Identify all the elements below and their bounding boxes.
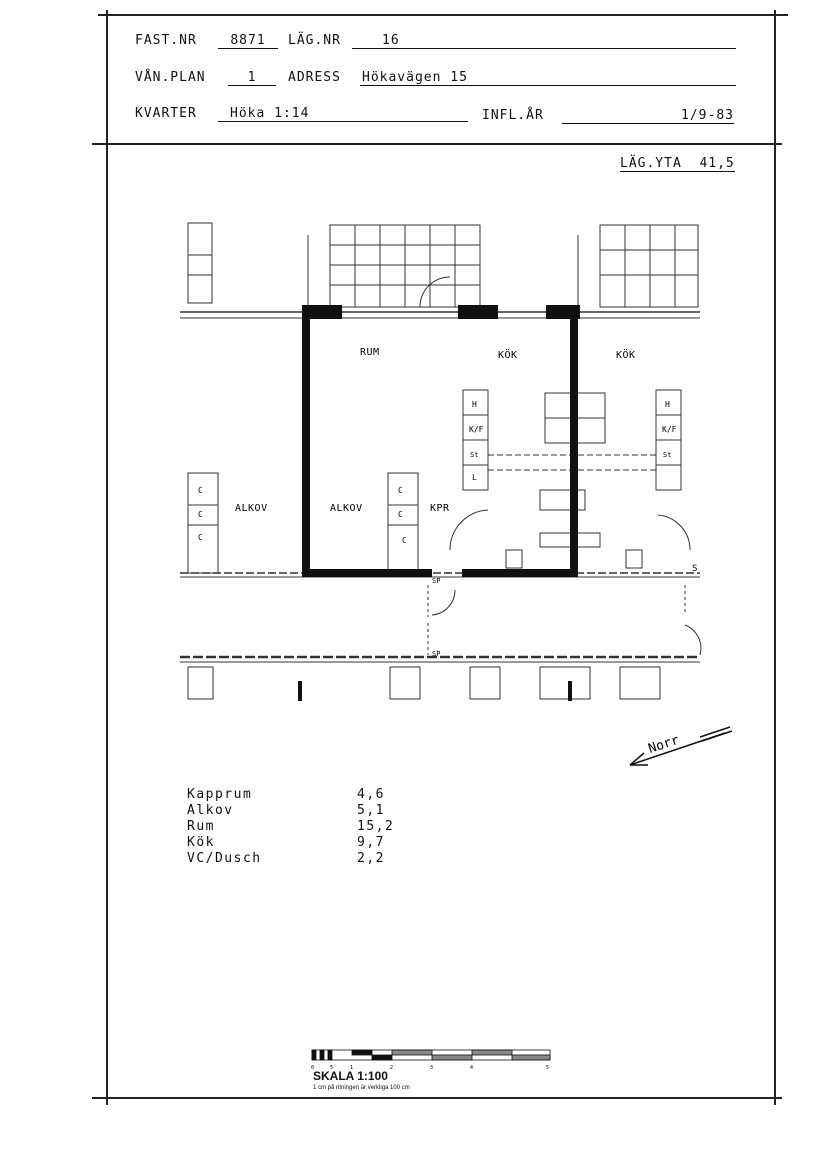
room-label-kok-1: KÖK — [498, 348, 518, 361]
fixture-k-right: K/F — [662, 425, 677, 434]
scale-tick: 2 — [390, 1065, 393, 1071]
area-row: Rum 15,2 — [187, 819, 394, 835]
frame-left-border — [106, 10, 108, 1105]
upper-left-grid — [187, 222, 481, 308]
north-arrow: Norr — [629, 726, 733, 766]
area-value: 9,7 — [357, 835, 385, 850]
fixture-st-left: St — [470, 451, 478, 459]
fast-nr-label: FAST.NR — [135, 33, 197, 48]
area-list: Kapprum 4,6 Alkov 5,1 Rum 15,2 Kök 9,7 V… — [187, 787, 394, 867]
area-name: Alkov — [187, 803, 234, 818]
scale-tick: 3 — [430, 1065, 433, 1071]
adress-label: ADRESS — [288, 70, 341, 85]
closet-c-3: C — [198, 533, 203, 542]
area-row: Kök 9,7 — [187, 835, 394, 851]
adress-value: Hökavägen 15 — [360, 70, 736, 86]
mark-sp-2: SP — [432, 650, 440, 658]
scale-tick: 5 — [330, 1065, 333, 1071]
area-row: Kapprum 4,6 — [187, 787, 394, 803]
fixture-st-right: St — [663, 451, 671, 459]
area-value: 5,1 — [357, 803, 385, 818]
area-name: Kök — [187, 835, 215, 850]
upper-right-grid — [599, 224, 699, 308]
room-label-rum: RUM — [360, 347, 380, 358]
room-label-kpr: KPR — [430, 503, 450, 514]
frame-top-border — [98, 14, 788, 16]
closet-c-5: C — [398, 510, 403, 519]
infl-ar-value: 1/9-83 — [562, 108, 734, 124]
scale-bar: 0 5 1 2 3 4 5 — [311, 1049, 551, 1071]
room-label-alkov-2: ALKOV — [330, 503, 363, 514]
area-value: 15,2 — [357, 819, 395, 834]
room-label-kok-2: KÖK — [616, 348, 636, 361]
van-plan-label: VÅN.PLAN — [135, 70, 206, 85]
scale-tick: 4 — [470, 1065, 473, 1071]
scale-title: SKALA 1:100 — [313, 1069, 388, 1083]
fixture-l-left: L — [472, 473, 477, 482]
frame-bottom-border — [92, 1097, 782, 1099]
kvarter-value: Höka 1:14 — [218, 106, 468, 122]
closet-c-1: C — [198, 486, 203, 495]
fast-nr-value: 8871 — [218, 33, 278, 49]
frame-header-divider — [92, 143, 782, 145]
kvarter-label: KVARTER — [135, 106, 197, 121]
closet-c-4: C — [398, 486, 403, 495]
lag-nr-value: 16 — [352, 33, 736, 49]
area-value: 4,6 — [357, 787, 385, 802]
area-name: VC/Dusch — [187, 851, 262, 866]
scale-tick: 5 — [546, 1065, 549, 1071]
fixture-k-left: K/F — [469, 425, 484, 434]
infl-ar-label: INFL.ÅR — [482, 108, 544, 123]
van-plan-value: 1 — [228, 70, 276, 86]
fixture-h-left: H — [472, 400, 477, 409]
floor-plan: RUM KÖK KÖK ALKOV ALKOV KPR H K/F St L H… — [180, 222, 702, 701]
area-row: VC/Dusch 2,2 — [187, 851, 394, 867]
scale-tick: 0 — [311, 1065, 314, 1071]
closet-c-6: C — [402, 536, 407, 545]
area-name: Rum — [187, 819, 215, 834]
area-row: Alkov 5,1 — [187, 803, 394, 819]
area-name: Kapprum — [187, 787, 253, 802]
mark-sp-1: SP — [432, 577, 440, 585]
area-value: 2,2 — [357, 851, 385, 866]
frame-right-border — [774, 10, 776, 1105]
lag-nr-label: LÄG.NR — [288, 33, 341, 48]
lag-yta: LÄG.YTA 41,5 — [620, 156, 735, 172]
closet-c-2: C — [198, 510, 203, 519]
scale-subtitle: 1 cm på ritningen är verkliga 100 cm — [313, 1085, 410, 1091]
room-label-alkov-1: ALKOV — [235, 503, 268, 514]
fixture-h-right: H — [665, 400, 670, 409]
mark-s: S — [692, 564, 697, 574]
scale-tick: 1 — [350, 1065, 353, 1071]
